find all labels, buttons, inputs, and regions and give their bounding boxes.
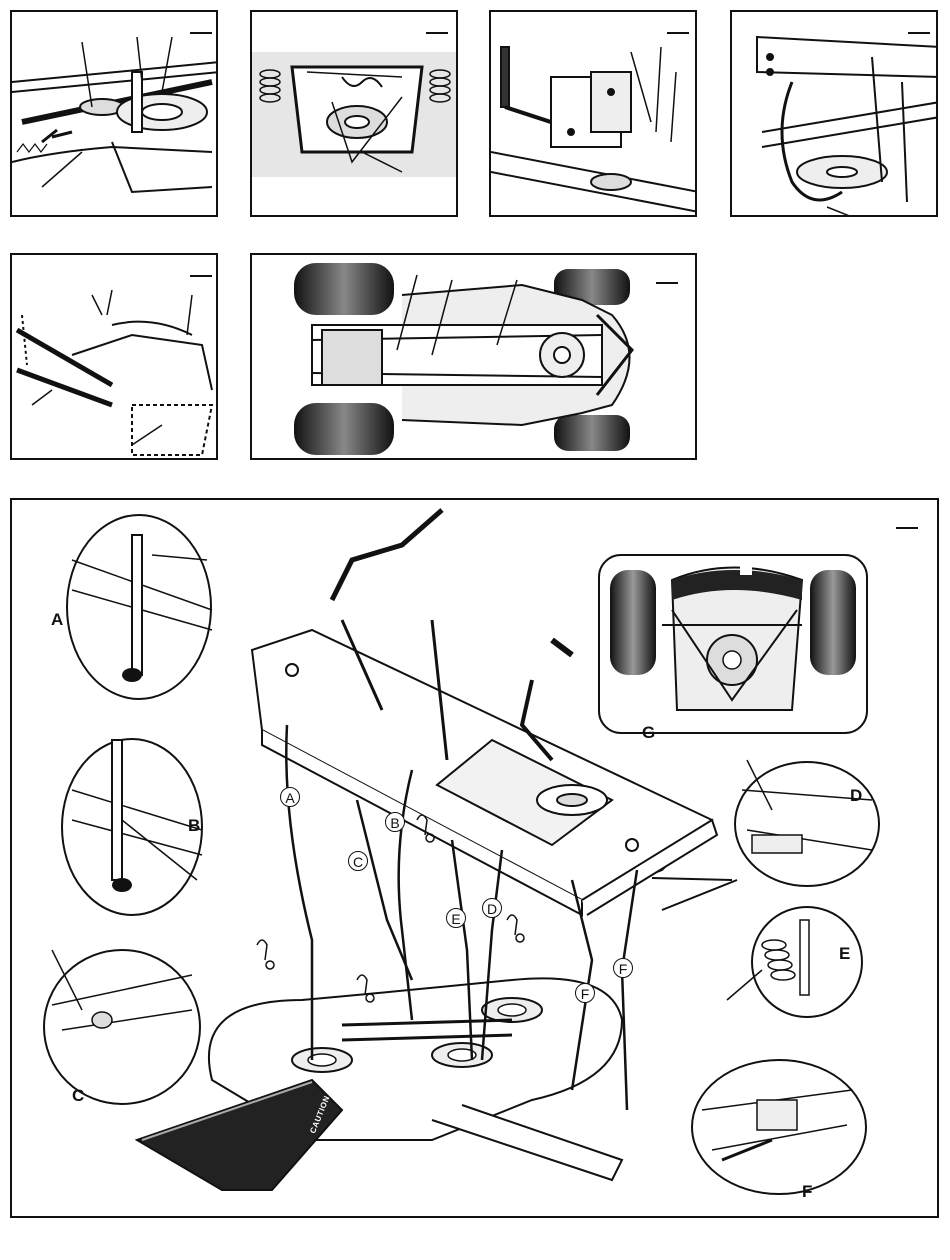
tractor-underside-illustration	[252, 255, 697, 460]
deck-leveling-hand-illustration	[12, 255, 218, 460]
detail-label-a: A	[51, 611, 63, 628]
deck-pulley-illustration	[12, 12, 218, 217]
lift-lever-bracket-illustration	[491, 12, 697, 217]
belt-path-label-e: E	[446, 908, 466, 928]
belt-path-label-c: C	[348, 851, 368, 871]
detail-a-inset	[67, 515, 212, 699]
figure-panel-2	[250, 10, 458, 217]
figure-panel-5	[10, 253, 218, 460]
detail-label-b: B	[188, 817, 200, 834]
detail-f-inset	[692, 1060, 866, 1194]
main-belt-routing-panel: A B C E D F F A B C D E F G CAUTION	[10, 498, 939, 1218]
detail-b-inset	[62, 739, 202, 915]
detail-c-inset	[44, 950, 200, 1104]
detail-label-g: G	[642, 724, 655, 741]
figure-panel-4	[730, 10, 938, 217]
detail-label-d: D	[850, 787, 862, 804]
belt-path-label-f-2: F	[575, 983, 595, 1003]
mower-deck-belt-routing-illustration	[12, 500, 939, 1218]
belt-path-label-b: B	[385, 812, 405, 832]
belt-guide-illustration	[732, 12, 938, 217]
figure-panel-3	[489, 10, 697, 217]
belt-path-label-a: A	[280, 787, 300, 807]
belt-path-label-d: D	[482, 898, 502, 918]
detail-label-c: C	[72, 1087, 84, 1104]
detail-label-e: E	[839, 945, 850, 962]
figure-panel-1	[10, 10, 218, 217]
figure-panel-6-chassis-underside	[250, 253, 697, 460]
detail-d-inset	[735, 760, 879, 886]
detail-label-f: F	[802, 1183, 812, 1200]
detail-g-inset	[599, 555, 867, 733]
engine-pulley-underside-illustration	[252, 12, 458, 217]
belt-path-label-f-1: F	[613, 958, 633, 978]
